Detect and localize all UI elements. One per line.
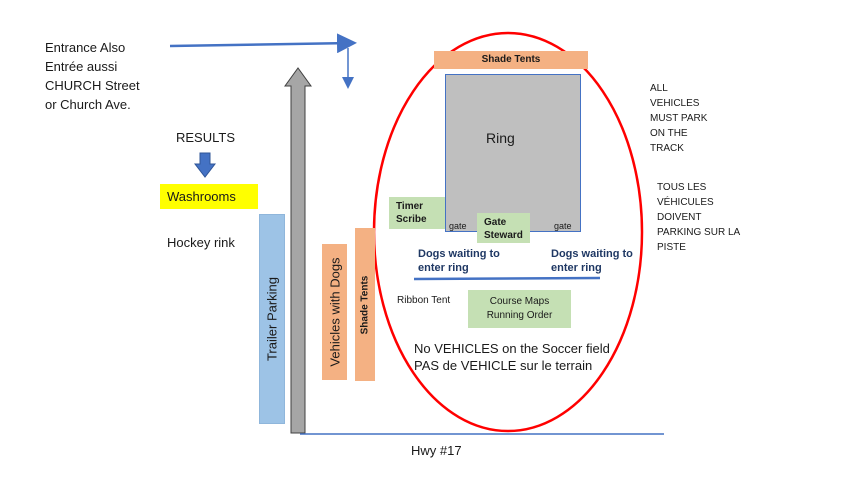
- trailer-parking-label: Trailer Parking: [264, 276, 280, 362]
- notice-line: MUST PARK: [650, 113, 708, 124]
- timer-label: Timer: [396, 201, 424, 212]
- queue-line: [413, 276, 601, 281]
- course-maps-label: Course Maps: [489, 296, 550, 307]
- gate-steward-box: Gate Steward: [477, 213, 530, 243]
- dogs-waiting-line: enter ring: [418, 262, 469, 274]
- vehicles-with-dogs-label: Vehicles with Dogs: [327, 257, 342, 367]
- scribe-label: Scribe: [396, 214, 427, 225]
- entrance-line: or Church Ave.: [45, 97, 131, 112]
- entrance-line: Entrée aussi: [45, 59, 118, 74]
- washrooms-label: Washrooms: [160, 184, 258, 209]
- all-vehicles-notice: ALL VEHICLES MUST PARK ON THE TRACK: [650, 81, 707, 156]
- ribbon-tent-label: Ribbon Tent: [397, 295, 451, 306]
- no-vehicles-fr: PAS de VEHICLE sur le terrain: [414, 358, 593, 373]
- shade-tents-top-area: Shade Tents: [434, 51, 588, 69]
- hwy-label: Hwy #17: [411, 443, 462, 458]
- trailer-parking-area: Trailer Parking: [259, 214, 285, 424]
- shade-tents-side-label: Shade Tents: [359, 275, 371, 334]
- results-label: RESULTS: [176, 130, 235, 145]
- notice-line: VÉHICULES: [657, 197, 714, 208]
- notice-line: DOIVENT: [657, 212, 702, 223]
- ring-label: Ring: [486, 130, 515, 146]
- notice-line: ALL: [650, 83, 668, 94]
- entrance-line: CHURCH Street: [45, 78, 140, 93]
- gate-right-label: gate: [554, 221, 572, 231]
- tous-vehicules-notice: TOUS LES VÉHICULES DOIVENT PARKING SUR L…: [657, 180, 740, 255]
- no-vehicles-en: No VEHICLES on the Soccer field: [414, 341, 610, 356]
- dogs-waiting-line: enter ring: [551, 262, 602, 274]
- entrance-arrow: [169, 33, 357, 54]
- running-order-label: Running Order: [486, 310, 553, 321]
- course-maps-box: Course Maps Running Order: [468, 290, 571, 328]
- notice-line: VEHICLES: [650, 98, 700, 109]
- timer-scribe-box: Timer Scribe: [389, 197, 445, 229]
- gate-steward-line: Steward: [484, 230, 523, 241]
- notice-line: TRACK: [650, 143, 684, 154]
- notice-line: PARKING SUR LA: [657, 227, 741, 238]
- dogs-waiting-line: Dogs waiting to: [551, 248, 633, 260]
- shade-tents-side-area: Shade Tents: [355, 228, 375, 381]
- vehicles-with-dogs-area: Vehicles with Dogs: [322, 244, 347, 380]
- notice-line: TOUS LES: [657, 182, 707, 193]
- notice-line: PISTE: [657, 242, 686, 253]
- gate-left-label: gate: [449, 221, 467, 231]
- entrance-text: Entrance Also Entrée aussi CHURCH Street…: [45, 38, 140, 114]
- ring-area: Ring gate gate: [445, 74, 581, 232]
- dogs-waiting-right: Dogs waiting to enter ring: [551, 247, 633, 275]
- results-arrow-icon: [193, 152, 217, 178]
- road-arrow: [284, 67, 312, 434]
- dogs-waiting-left: Dogs waiting to enter ring: [418, 247, 500, 275]
- entrance-line: Entrance Also: [45, 40, 126, 55]
- dogs-waiting-line: Dogs waiting to: [418, 248, 500, 260]
- gate-steward-line: Gate: [484, 217, 507, 228]
- hockey-rink-label: Hockey rink: [167, 235, 235, 250]
- shade-tents-top-label: Shade Tents: [481, 54, 541, 65]
- no-vehicles-notice: No VEHICLES on the Soccer field PAS de V…: [414, 340, 610, 374]
- notice-line: ON THE: [650, 128, 688, 139]
